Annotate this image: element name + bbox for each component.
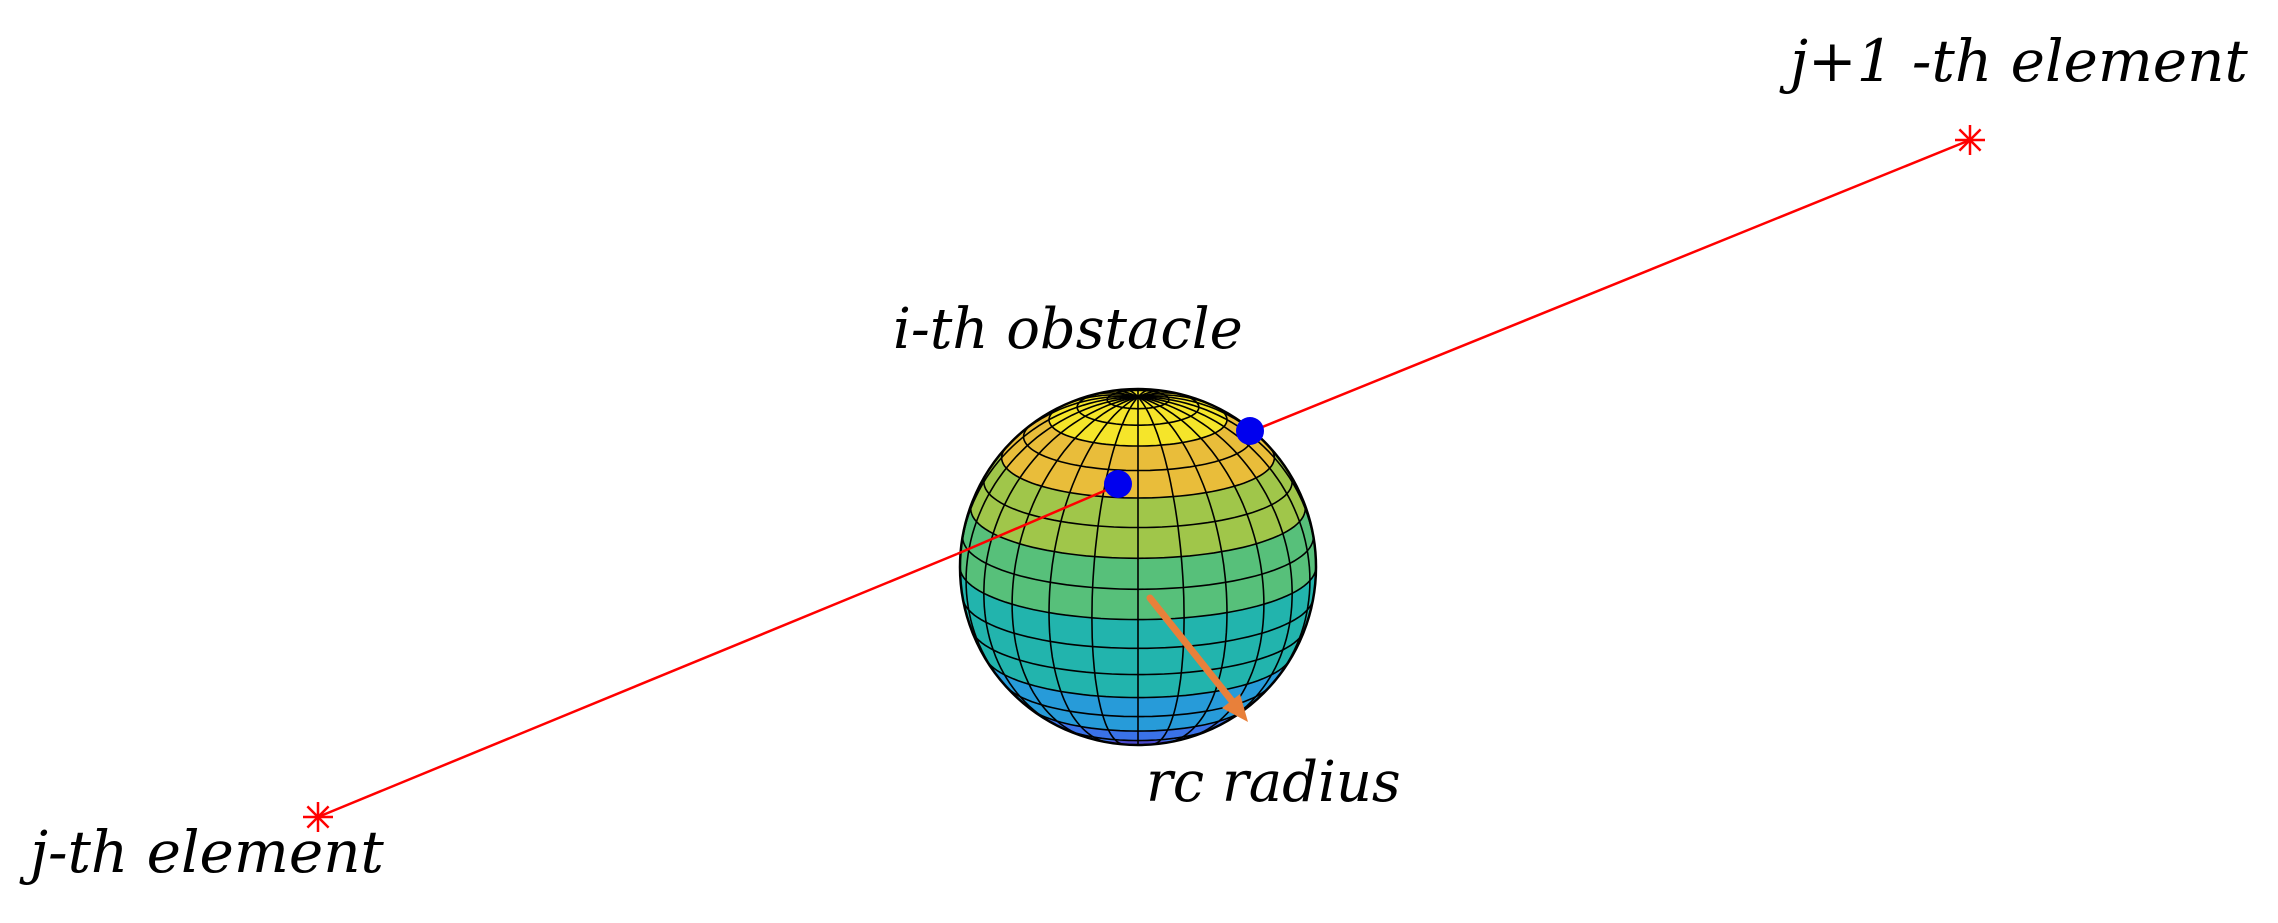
element-marker-lower xyxy=(303,802,333,832)
sphere-longitude-line xyxy=(1137,396,1311,684)
segment-upper xyxy=(1249,138,1971,434)
segment-inside-sphere xyxy=(956,483,1119,556)
sphere-longitude-line xyxy=(1011,396,1139,738)
lower-element-label: j-th element xyxy=(30,818,384,886)
sphere-longitude-line xyxy=(1048,396,1139,744)
sphere-longitude-line xyxy=(1137,396,1228,744)
intersection-point-exit xyxy=(1236,417,1264,445)
upper-element-label: j+1 -th element xyxy=(1790,27,2248,95)
element-marker-upper xyxy=(1955,125,1985,155)
sphere-mesh xyxy=(960,389,1316,745)
sphere-longitude-line xyxy=(1137,396,1185,745)
sphere-longitude-line xyxy=(982,396,1139,724)
asterisk-stroke xyxy=(1958,128,1982,152)
sphere-longitude-line xyxy=(1137,396,1294,724)
sphere-longitude-line xyxy=(965,396,1139,684)
obstacle-label: i-th obstacle xyxy=(893,297,1243,362)
intersection-point-entry xyxy=(1104,470,1132,498)
sphere-longitude-line xyxy=(1091,396,1139,745)
radius-label: rc radius xyxy=(1146,750,1401,815)
radius-arrow xyxy=(1146,594,1248,722)
asterisk-stroke xyxy=(306,805,330,829)
sphere-outline xyxy=(958,387,1318,747)
obstacle-sphere xyxy=(958,387,1318,747)
segment-lower xyxy=(317,552,958,819)
